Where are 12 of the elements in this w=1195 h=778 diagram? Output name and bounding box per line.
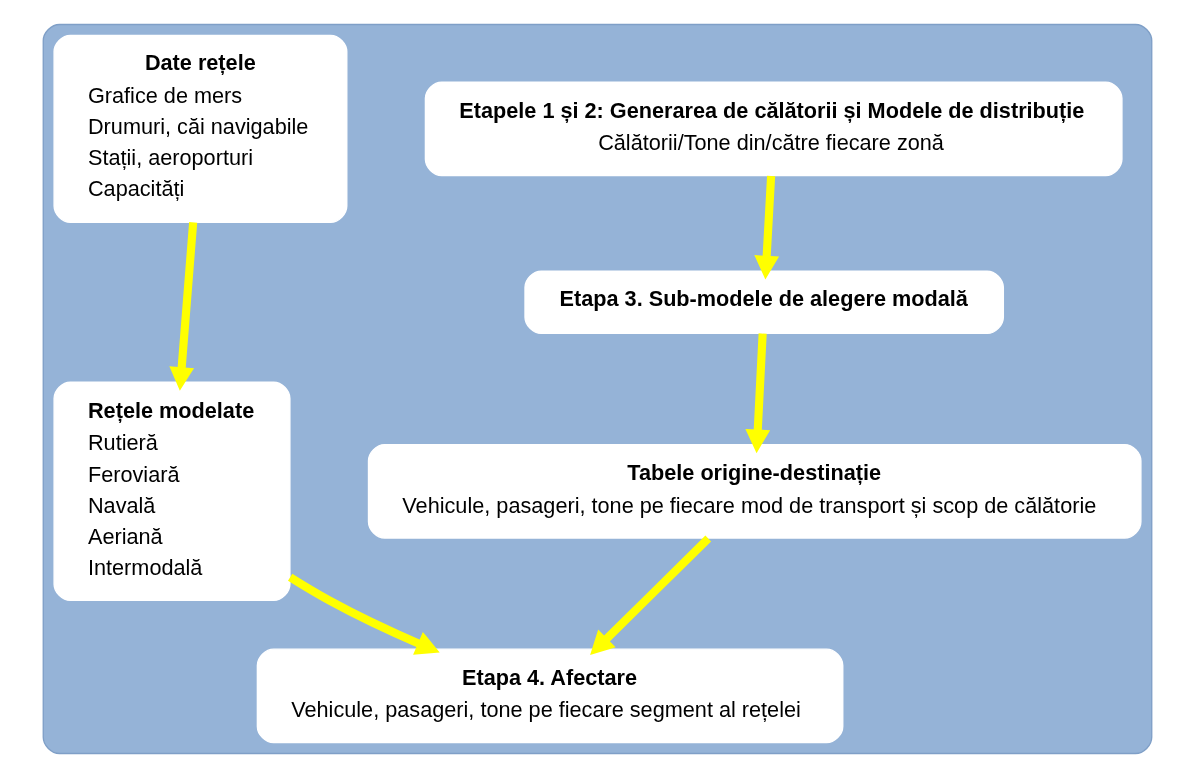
node-box: Etapa 4. Afectare Vehicule, pasageri, tone pe fiecare segment al rețelei (256, 648, 844, 744)
arrow (590, 535, 712, 656)
node-box: Tabele origine-destinație Vehicule, pasageri, tone pe fiecare mod de transport și scop de călătorie (367, 443, 1142, 539)
arrow (745, 333, 771, 454)
node-box: Etapa 3. Sub-modele de alegere modală (524, 270, 1005, 335)
cluster (42, 23, 1153, 755)
arrow (754, 175, 780, 280)
node-box: Etapele 1 și 2: Generarea de călătorii și Modele de distribuție Călătorii/Tone din/către fiecare zonă (424, 81, 1123, 177)
arrow (288, 573, 440, 655)
arrow (169, 222, 198, 391)
node-box: Rețele modelate Rutieră Feroviară Navală Aeriană Intermodală (53, 381, 291, 602)
node-box: Date rețele Grafice de mers Drumuri, căi navigabile Stații, aeroporturi Capacități (53, 34, 348, 223)
